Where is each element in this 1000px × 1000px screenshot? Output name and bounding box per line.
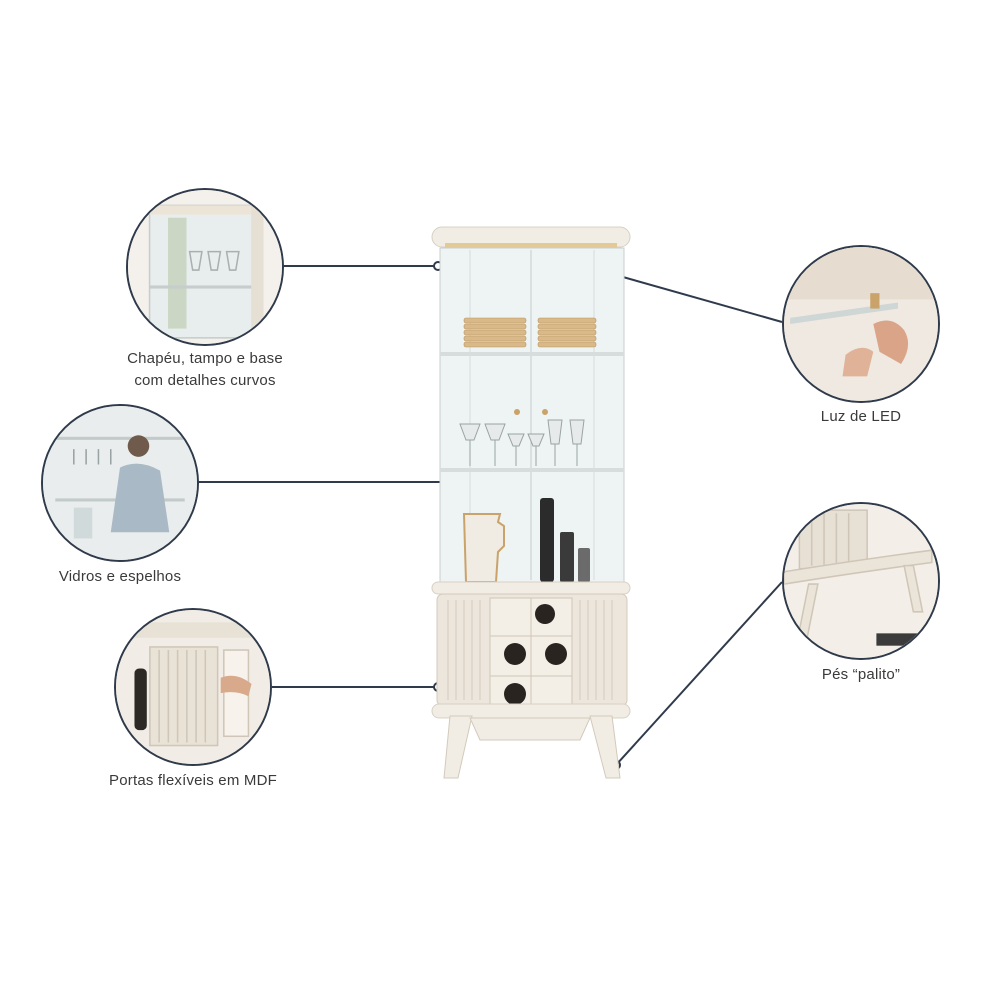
detail-circle-top: [126, 188, 284, 346]
callout-label-top: Chapéu, tampo e base com detalhes curvos: [100, 348, 310, 392]
callout-label-feet-line-1: Pés “palito”: [821, 666, 901, 683]
callout-label-led-line-1: Luz de LED: [820, 408, 902, 425]
callout-label-top-line-2: com detalhes curvos: [134, 372, 276, 389]
led-detail-image: [784, 247, 938, 401]
callout-label-glass-line-1: Vidros e espelhos: [58, 568, 182, 585]
detail-circle-led: [782, 245, 940, 403]
callout-label-feet: Pés “palito”: [786, 664, 936, 686]
doors-detail-image: [116, 610, 270, 764]
callout-label-doors-line-1: Portas flexíveis em MDF: [109, 772, 277, 789]
callout-label-led: Luz de LED: [786, 406, 936, 428]
callout-label-top-line-1: Chapéu, tampo e base: [127, 350, 283, 367]
callout-label-doors: Portas flexíveis em MDF: [90, 770, 296, 792]
connector-feet: [615, 581, 783, 766]
feet-detail-image: [784, 504, 938, 658]
callout-label-glass: Vidros e espelhos: [30, 566, 210, 588]
top-detail-image: [128, 190, 282, 344]
detail-circle-glass: [41, 404, 199, 562]
detail-circle-feet: [782, 502, 940, 660]
detail-circle-doors: [114, 608, 272, 766]
glass-detail-image: [43, 406, 197, 560]
